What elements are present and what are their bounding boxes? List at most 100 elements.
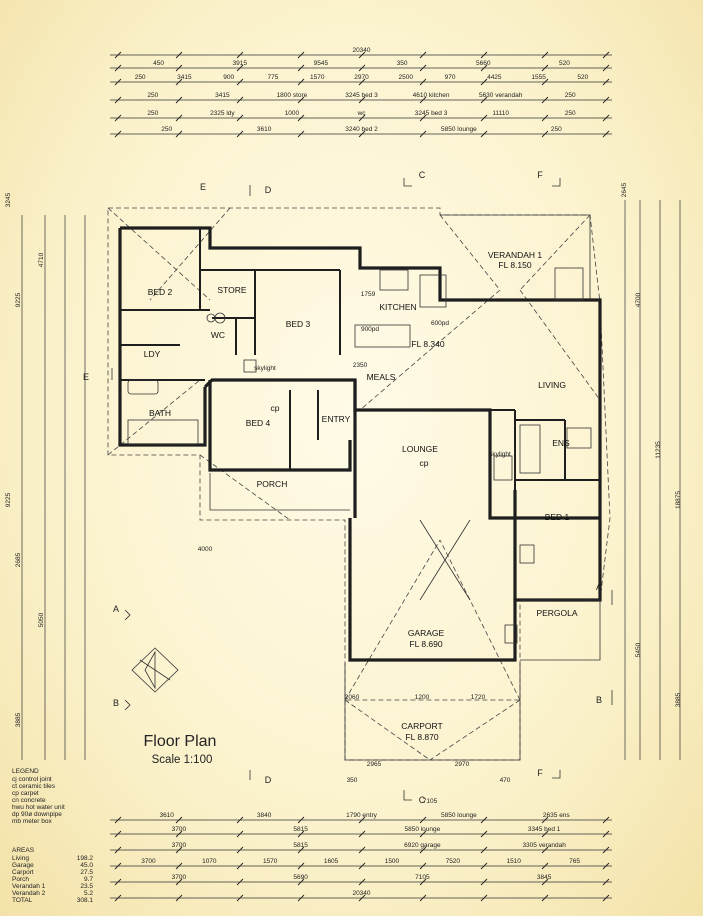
room-label-kitchen: KITCHEN — [379, 302, 416, 312]
top-dim-r5-4: 250 — [551, 126, 562, 133]
dim-tick — [236, 78, 244, 86]
bottom-dim-r1-4: 2635 ens — [543, 812, 570, 819]
section-letter-5: F — [537, 768, 543, 778]
dim-tick — [480, 130, 488, 138]
right-dim-1: 4700 — [635, 292, 642, 307]
dim-tick — [602, 894, 610, 902]
dim-tick — [358, 51, 366, 59]
legend-item-2: cp carpet — [12, 790, 39, 797]
room-label-entry: ENTRY — [322, 414, 351, 424]
legend-item-4: hwu hot water unit — [12, 804, 65, 811]
bottom-dim-r5-1: 5690 — [293, 874, 308, 881]
dim-tick — [175, 114, 183, 122]
dim-tick — [175, 830, 183, 838]
note-3: 1759 — [361, 291, 376, 298]
dim-tick — [541, 130, 549, 138]
roof-lines — [107, 207, 611, 761]
legend-item-6: mb meter box — [12, 818, 52, 825]
areas-value-6: 308.1 — [77, 897, 94, 904]
dim-tick — [419, 130, 427, 138]
top-dim-r1-1: 3915 — [233, 60, 248, 67]
dim-tick — [114, 96, 122, 104]
dim-tick — [297, 96, 305, 104]
dim-tick — [358, 830, 366, 838]
areas-name-6: TOTAL — [12, 897, 33, 904]
bottom-dim-overall-0: 20340 — [352, 890, 370, 897]
dim-tick — [602, 96, 610, 104]
dim-tick — [480, 830, 488, 838]
section-letter-3: D — [265, 775, 272, 785]
dim-tick — [480, 878, 488, 886]
dim-tick — [175, 816, 183, 824]
room-label-verandah1: VERANDAH 1 — [488, 250, 543, 260]
areas-name-2: Carport — [12, 869, 34, 876]
plan-title: Floor Plan — [144, 733, 217, 750]
note-5: 600pd — [431, 320, 449, 327]
note-7: 2060 — [345, 694, 360, 701]
north-arrow-icon — [131, 647, 179, 693]
dim-tick — [480, 846, 488, 854]
dim-tick — [236, 830, 244, 838]
dim-tick — [297, 51, 305, 59]
note-4: 900pd — [361, 326, 379, 333]
dim-tick — [541, 816, 549, 824]
dim-tick — [114, 64, 122, 72]
section-letter-6: A — [113, 604, 119, 614]
dim-tick — [358, 846, 366, 854]
dim-tick — [175, 130, 183, 138]
room-label-living: LIVING — [538, 380, 566, 390]
dim-tick — [236, 816, 244, 824]
dim-tick — [419, 114, 427, 122]
dim-tick — [480, 51, 488, 59]
room-label-bed2: BED 2 — [148, 287, 173, 297]
dim-tick — [114, 830, 122, 838]
dim-tick — [541, 878, 549, 886]
areas-name-3: Porch — [12, 876, 29, 883]
room-label-garage: GARAGE — [408, 628, 445, 638]
top-dim-r2-2: 900 — [223, 74, 234, 81]
bottom-dim-r4-4: 1500 — [385, 858, 400, 865]
dim-tick — [602, 51, 610, 59]
legend-item-1: ct ceramic tiles — [12, 783, 56, 790]
areas-heading: AREAS — [12, 847, 35, 854]
bottom-dim-r1-3: 5850 lounge — [441, 812, 477, 819]
dim-tick — [541, 78, 549, 86]
top-dim-r4-4: 3245 bed 3 — [415, 110, 448, 117]
dim-tick — [175, 78, 183, 86]
room-label-wc: WC — [211, 330, 225, 340]
top-dim-r2-4: 1570 — [310, 74, 325, 81]
room-sub-lounge: cp — [420, 458, 429, 468]
top-dim-r3-4: 4610 kitchen — [413, 92, 450, 99]
dim-tick — [480, 114, 488, 122]
dim-tick — [419, 64, 427, 72]
note-6: 4000 — [198, 546, 213, 553]
dim-tick — [297, 862, 305, 870]
dim-tick — [419, 78, 427, 86]
top-dim-r3-6: 250 — [565, 92, 576, 99]
bottom-dim-r4-2: 1570 — [263, 858, 278, 865]
top-dim-r2-5: 2970 — [354, 74, 369, 81]
dim-tick — [419, 862, 427, 870]
dim-tick — [297, 830, 305, 838]
bottom-dim-r3-0: 3700 — [172, 842, 187, 849]
room-label-bed4: BED 4 — [246, 418, 271, 428]
dim-tick — [236, 878, 244, 886]
bottom-dim-r5-0: 3700 — [172, 874, 187, 881]
top-dim-overall-0: 20340 — [352, 47, 370, 54]
areas-value-2: 27.5 — [80, 869, 93, 876]
dim-tick — [236, 862, 244, 870]
dim-tick — [114, 846, 122, 854]
top-dim-r2-10: 520 — [577, 74, 588, 81]
side-dimension-lines — [21, 200, 681, 760]
dim-tick — [297, 78, 305, 86]
dim-tick — [297, 114, 305, 122]
dim-tick — [358, 816, 366, 824]
bottom-dim-r3-1: 5815 — [293, 842, 308, 849]
top-dim-r4-2: 1000 — [285, 110, 300, 117]
dim-tick — [175, 878, 183, 886]
section-letter-9: B — [596, 695, 602, 705]
bottom-dim-r2-1: 5815 — [293, 826, 308, 833]
dim-tick — [297, 894, 305, 902]
